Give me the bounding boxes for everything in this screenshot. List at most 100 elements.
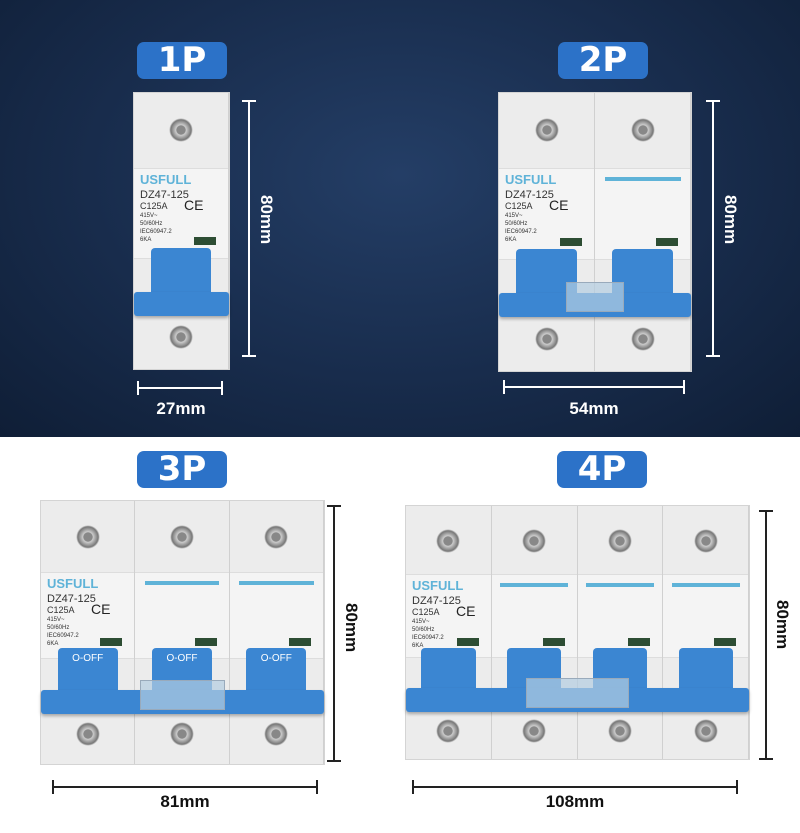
status-window xyxy=(656,237,678,246)
terminal-screw-icon xyxy=(522,528,547,553)
height-label: 80mm xyxy=(773,600,792,650)
model-number: DZ47-125 xyxy=(140,188,189,201)
terminal-screw-icon xyxy=(169,721,194,746)
electrical-specs: 415V~ 50/60Hz IEC60947.2 6KA xyxy=(140,212,172,243)
status-window xyxy=(194,637,217,646)
terminal-screw-icon xyxy=(607,718,632,743)
terminal-screw-icon xyxy=(522,718,547,743)
current-rating: C125A xyxy=(412,607,440,618)
ce-mark: CE xyxy=(184,196,204,213)
terminal-screw-icon xyxy=(436,528,461,553)
brand-name: USFULL xyxy=(47,576,99,591)
electrical-specs: 415V~ 50/60Hz IEC60947.2 6KA xyxy=(412,619,444,650)
terminal-screw-icon xyxy=(75,721,100,746)
badge-4p: 4P xyxy=(557,451,647,488)
ce-mark: CE xyxy=(456,603,476,620)
terminal-screw-icon xyxy=(693,718,718,743)
off-label: O-OFF xyxy=(72,653,104,665)
badge-1p: 1P xyxy=(137,42,227,79)
brand-name: USFULL xyxy=(412,578,464,594)
clear-handle-tie xyxy=(140,679,225,710)
width-dimension-line xyxy=(137,381,223,395)
badge-2p: 2P xyxy=(558,42,648,79)
status-window xyxy=(542,637,565,646)
terminal-screw-icon xyxy=(264,524,289,549)
terminal-screw-icon xyxy=(436,718,461,743)
breaker-pole xyxy=(577,506,664,759)
current-rating: C125A xyxy=(140,200,168,211)
off-label: O-OFF xyxy=(166,653,198,665)
breaker-pole xyxy=(491,506,578,759)
off-label: O-OFF xyxy=(260,653,292,665)
ce-mark: CE xyxy=(549,197,569,214)
status-window xyxy=(628,637,651,646)
clear-handle-tie xyxy=(566,282,624,313)
brand-stripe xyxy=(500,583,569,588)
brand-stripe xyxy=(671,583,740,588)
height-dimension-line xyxy=(327,505,341,762)
status-window xyxy=(714,637,736,646)
electrical-specs: 415V~ 50/60Hz IEC60947.2 6KA xyxy=(47,617,79,647)
brand-stripe xyxy=(238,581,314,585)
terminal-screw-icon xyxy=(169,524,194,549)
brand-stripe xyxy=(144,581,220,585)
width-dimension-line xyxy=(503,380,685,394)
label-band xyxy=(135,572,229,659)
breaker-pole xyxy=(663,506,749,759)
brand-stripe xyxy=(604,177,681,182)
brand-name: USFULL xyxy=(505,172,557,188)
label-band xyxy=(229,572,323,659)
height-dimension-line xyxy=(242,100,256,357)
breaker-pole xyxy=(595,93,691,371)
width-dimension-line xyxy=(52,780,318,794)
terminal-screw-icon xyxy=(264,721,289,746)
height-label: 80mm xyxy=(257,195,276,245)
terminal-screw-icon xyxy=(75,524,100,549)
terminal-screw-icon xyxy=(169,117,193,142)
model-number: DZ47-125 xyxy=(505,189,554,202)
width-label: 81mm xyxy=(160,792,210,811)
terminal-screw-icon xyxy=(607,528,632,553)
width-label: 27mm xyxy=(156,399,206,418)
brand-stripe xyxy=(585,583,654,588)
breaker-pole: O-OFF xyxy=(229,501,324,764)
width-label: 108mm xyxy=(545,792,605,811)
terminal-screw-icon xyxy=(693,528,718,553)
terminal-screw-icon xyxy=(630,326,655,351)
label-band xyxy=(595,168,690,260)
electrical-specs: 415V~ 50/60Hz IEC60947.2 6KA xyxy=(505,213,537,244)
toggle-handle-bar[interactable] xyxy=(134,291,229,316)
current-rating: C125A xyxy=(47,605,75,615)
height-dimension-line xyxy=(759,510,773,760)
ce-mark: CE xyxy=(91,601,111,617)
status-window xyxy=(288,637,311,646)
status-window xyxy=(194,236,216,245)
height-label: 80mm xyxy=(342,603,361,653)
brand-name: USFULL xyxy=(140,171,192,187)
height-label: 80mm xyxy=(721,195,740,245)
model-number: DZ47-125 xyxy=(47,593,96,605)
current-rating: C125A xyxy=(505,201,533,212)
terminal-screw-icon xyxy=(630,118,655,143)
width-label: 54mm xyxy=(569,399,619,418)
height-dimension-line xyxy=(706,100,720,357)
breaker-pole: O-OFF xyxy=(135,501,230,764)
status-window xyxy=(560,237,582,246)
terminal-screw-icon xyxy=(169,324,193,349)
status-window xyxy=(456,637,479,646)
terminal-screw-icon xyxy=(534,326,559,351)
